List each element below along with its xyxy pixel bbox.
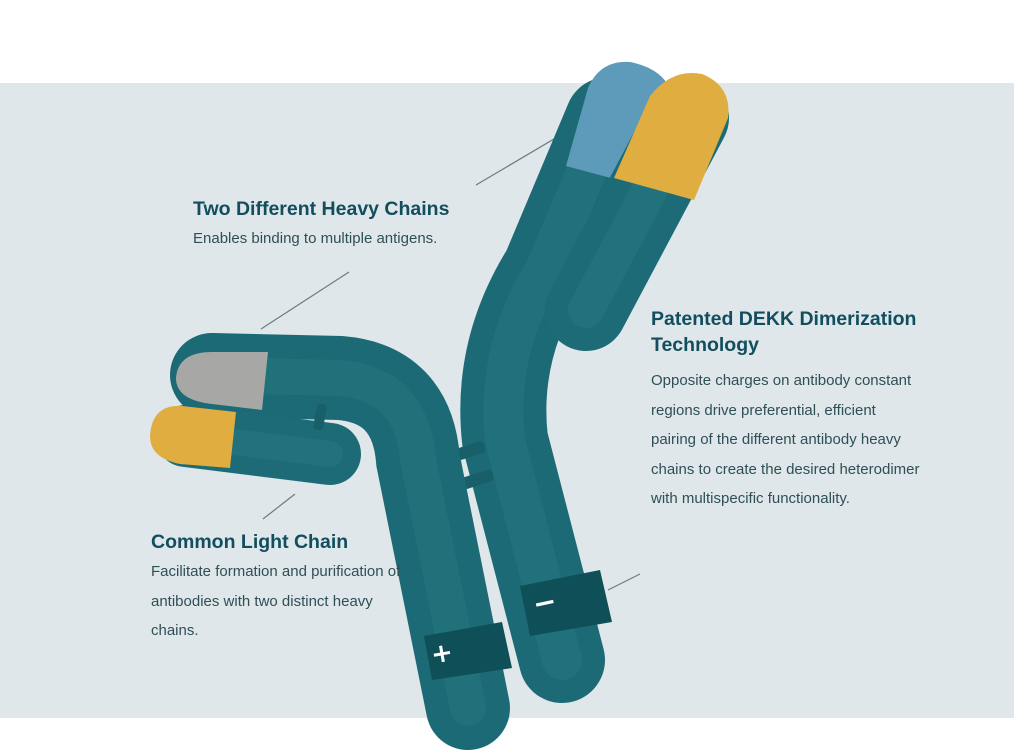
callout-heavy-chains: Two Different Heavy Chains Enables bindi…	[193, 196, 523, 251]
negative-charge-band	[520, 570, 612, 636]
callout-dekk-text: Opposite charges on antibody constant re…	[651, 372, 920, 508]
light-heavy-link	[313, 403, 327, 431]
leader-line-heavy-bottom	[260, 271, 350, 330]
left-heavy-chain	[170, 333, 512, 750]
leader-line-light	[262, 493, 296, 520]
left-light-chain	[150, 403, 361, 485]
positive-charge-band	[424, 622, 512, 680]
callout-light-chain-text: Facilitate formation and purification of…	[151, 563, 401, 640]
left-light-yellow-tip	[150, 405, 236, 468]
callout-heavy-chains-title: Two Different Heavy Chains	[193, 198, 450, 220]
right-light-chain	[545, 72, 729, 351]
right-light-yellow-tip	[614, 72, 729, 200]
callout-dekk-technology: Patented DEKK Dimerization Technology Op…	[651, 306, 921, 514]
left-heavy-gray-tip	[176, 352, 268, 410]
right-heavy-chain	[460, 61, 672, 703]
leader-line-dekk	[607, 573, 641, 591]
callout-heavy-chains-text: Enables binding to multiple antigens.	[193, 230, 438, 247]
callout-dekk-title: Patented DEKK Dimerization Technology	[651, 308, 917, 356]
callout-light-chain-title: Common Light Chain	[151, 531, 349, 553]
positive-charge-symbol: +	[429, 637, 456, 670]
callout-light-chain: Common Light Chain Facilitate formation …	[151, 529, 411, 646]
